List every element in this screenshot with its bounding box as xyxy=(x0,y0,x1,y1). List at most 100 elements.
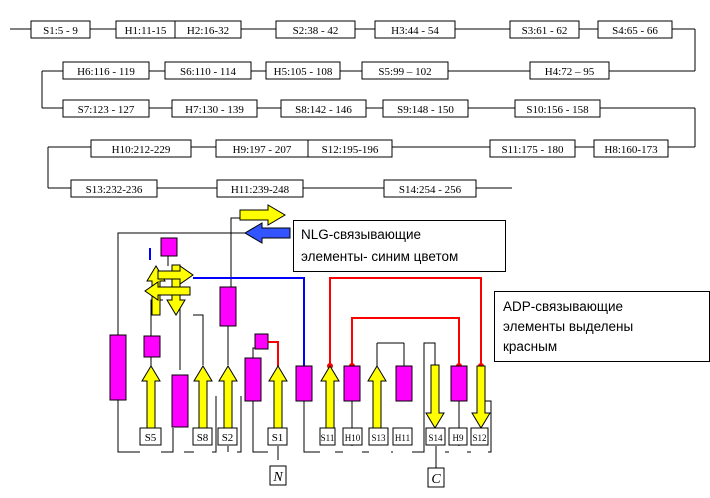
svg-text:S8:142 - 146: S8:142 - 146 xyxy=(295,104,352,116)
helix-s8-left xyxy=(171,374,189,428)
segment-s8: S8:142 - 146 xyxy=(280,99,367,118)
strand-arrow-right xyxy=(239,204,286,226)
strand-s2-arrow xyxy=(218,365,238,429)
topology-row-2: H6:116 - 119 S6:110 - 114 H5:105 - 108 S… xyxy=(62,61,610,80)
svg-text:S14: S14 xyxy=(428,433,443,443)
helix-small-s5 xyxy=(143,335,161,358)
svg-text:S2:38 - 42: S2:38 - 42 xyxy=(293,25,339,37)
label-s2: S2 xyxy=(217,427,238,446)
label-h10: H10 xyxy=(342,427,363,446)
svg-text:N: N xyxy=(272,470,283,485)
segment-h9: H9:197 - 207 xyxy=(215,139,309,158)
svg-text:H5:105 - 108: H5:105 - 108 xyxy=(274,66,333,78)
label-s14: S14 xyxy=(425,427,446,446)
strand-s13-arrow xyxy=(367,365,387,429)
top-arrows xyxy=(239,204,291,244)
segment-s13: S13:232-236 xyxy=(70,179,158,198)
adp-legend: ADP-связывающие элементы выделены красны… xyxy=(494,291,710,362)
svg-text:S8: S8 xyxy=(197,432,209,444)
svg-text:H10: H10 xyxy=(345,433,361,443)
segment-s9: S9:148 - 150 xyxy=(382,99,469,118)
helices xyxy=(109,237,468,428)
svg-text:S11: S11 xyxy=(321,433,335,443)
strand-labels: S5 S8 S2 S1 S11 H10 S13 H11 xyxy=(139,427,489,446)
svg-text:H1:11-15: H1:11-15 xyxy=(125,25,167,37)
segment-s10: S10:156 - 158 xyxy=(514,99,601,118)
svg-text:S3:61 - 62: S3:61 - 62 xyxy=(522,25,568,37)
label-h9: H9 xyxy=(448,427,468,446)
strands xyxy=(141,264,491,429)
segment-h11: H11:239-248 xyxy=(216,179,304,198)
svg-text:H7:130 - 139: H7:130 - 139 xyxy=(185,104,244,116)
segment-h8: H8:160-173 xyxy=(593,139,669,158)
helix-s2-right xyxy=(244,357,262,402)
segment-s6: S6:110 - 114 xyxy=(164,61,252,80)
svg-text:H11: H11 xyxy=(395,433,410,443)
label-s8: S8 xyxy=(192,427,213,446)
segment-h3: H3:44 - 54 xyxy=(374,20,456,39)
c-terminus: C xyxy=(427,467,445,488)
segment-s7: S7:123 - 127 xyxy=(62,99,150,118)
nlg-legend-line-2: элементы- синим цветом xyxy=(301,249,459,264)
svg-text:S5:99 – 102: S5:99 – 102 xyxy=(378,66,431,78)
segment-h1: H1:11-15 xyxy=(115,20,176,39)
strand-s1-arrow xyxy=(268,365,288,429)
svg-text:H2:16-32: H2:16-32 xyxy=(187,25,229,37)
segment-h2: H2:16-32 xyxy=(174,20,242,39)
adp-connectors xyxy=(267,277,482,366)
strand-s11-arrow xyxy=(320,365,340,429)
topology-row-5: S13:232-236 H11:239-248 S14:254 - 256 xyxy=(70,179,477,198)
svg-text:S6:110 - 114: S6:110 - 114 xyxy=(180,66,237,78)
cluster-arrow-left xyxy=(144,281,191,301)
segment-s12: S12:195-196 xyxy=(307,139,393,158)
svg-text:S1:5 - 9: S1:5 - 9 xyxy=(43,25,78,37)
svg-text:S9:148 - 150: S9:148 - 150 xyxy=(397,104,454,116)
segment-h5: H5:105 - 108 xyxy=(265,61,341,80)
segment-s14: S14:254 - 256 xyxy=(383,179,477,198)
segment-s5: S5:99 – 102 xyxy=(361,61,449,80)
label-s13: S13 xyxy=(368,427,389,446)
svg-text:H10:212-229: H10:212-229 xyxy=(112,144,171,156)
topology-row-4: H10:212-229 H9:197 - 207 S12:195-196 S11… xyxy=(90,139,669,158)
nlg-arrow-left xyxy=(244,222,291,244)
segment-s2: S2:38 - 42 xyxy=(275,20,356,39)
label-s12: S12 xyxy=(470,427,489,446)
connector-lines xyxy=(117,217,492,468)
svg-text:S11:175 - 180: S11:175 - 180 xyxy=(502,144,564,156)
svg-text:S12: S12 xyxy=(472,433,486,443)
strand-s5-arrow xyxy=(141,365,161,429)
svg-text:H11:239-248: H11:239-248 xyxy=(231,184,290,196)
segment-h10: H10:212-229 xyxy=(90,139,192,158)
adp-legend-line-3: красным xyxy=(503,339,558,354)
n-terminus: N xyxy=(269,465,287,486)
segment-s1: S1:5 - 9 xyxy=(30,20,91,39)
adp-legend-line-1: ADP-связывающие xyxy=(503,299,624,314)
strand-s14-arrow xyxy=(425,364,445,429)
label-s1: S1 xyxy=(267,427,288,446)
topology-row-1: S1:5 - 9 H1:11-15 H2:16-32 S2:38 - 42 H3… xyxy=(30,20,673,39)
segment-s11: S11:175 - 180 xyxy=(489,139,576,158)
strand-s12-arrow xyxy=(471,365,491,429)
label-h11: H11 xyxy=(392,427,413,446)
svg-text:S13: S13 xyxy=(371,433,386,443)
svg-text:S10:156 - 158: S10:156 - 158 xyxy=(526,104,589,116)
svg-text:H6:116 - 119: H6:116 - 119 xyxy=(77,66,135,78)
nlg-legend: NLG-связывающие элементы- синим цветом xyxy=(293,220,506,272)
svg-text:C: C xyxy=(431,472,441,487)
svg-text:S2: S2 xyxy=(222,432,234,444)
helix-h10-left xyxy=(109,334,127,401)
svg-text:S13:232-236: S13:232-236 xyxy=(86,184,143,196)
svg-text:S14:254 - 256: S14:254 - 256 xyxy=(399,184,462,196)
helix-s11-left xyxy=(295,365,313,402)
label-s5: S5 xyxy=(139,427,162,446)
svg-text:H9:197 - 207: H9:197 - 207 xyxy=(233,144,292,156)
nlg-legend-line-1: NLG-связывающие xyxy=(301,227,422,242)
helix-top-small xyxy=(160,237,178,257)
strand-s8-arrow xyxy=(193,365,213,429)
svg-text:S7:123 - 127: S7:123 - 127 xyxy=(78,104,135,116)
svg-text:H3:44 - 54: H3:44 - 54 xyxy=(391,25,439,37)
topology-row-3: S7:123 - 127 H7:130 - 139 S8:142 - 146 S… xyxy=(62,99,601,118)
segment-s3: S3:61 - 62 xyxy=(509,20,580,39)
svg-text:S12:195-196: S12:195-196 xyxy=(322,144,379,156)
